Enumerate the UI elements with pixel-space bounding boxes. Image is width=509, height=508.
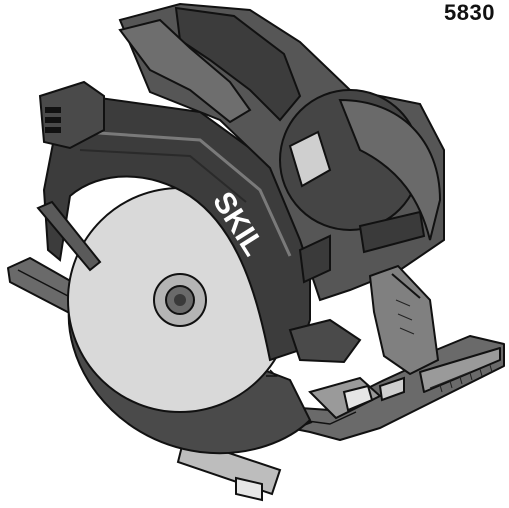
bevel-lock-lever	[308, 376, 405, 420]
front-handle	[38, 80, 105, 150]
gearbox	[288, 318, 362, 364]
depth-lever	[36, 200, 102, 272]
upper-blade-guard	[42, 96, 311, 362]
model-number: 5830	[444, 0, 495, 25]
bevel-adjustment	[368, 264, 440, 376]
motor-housing	[118, 2, 445, 302]
